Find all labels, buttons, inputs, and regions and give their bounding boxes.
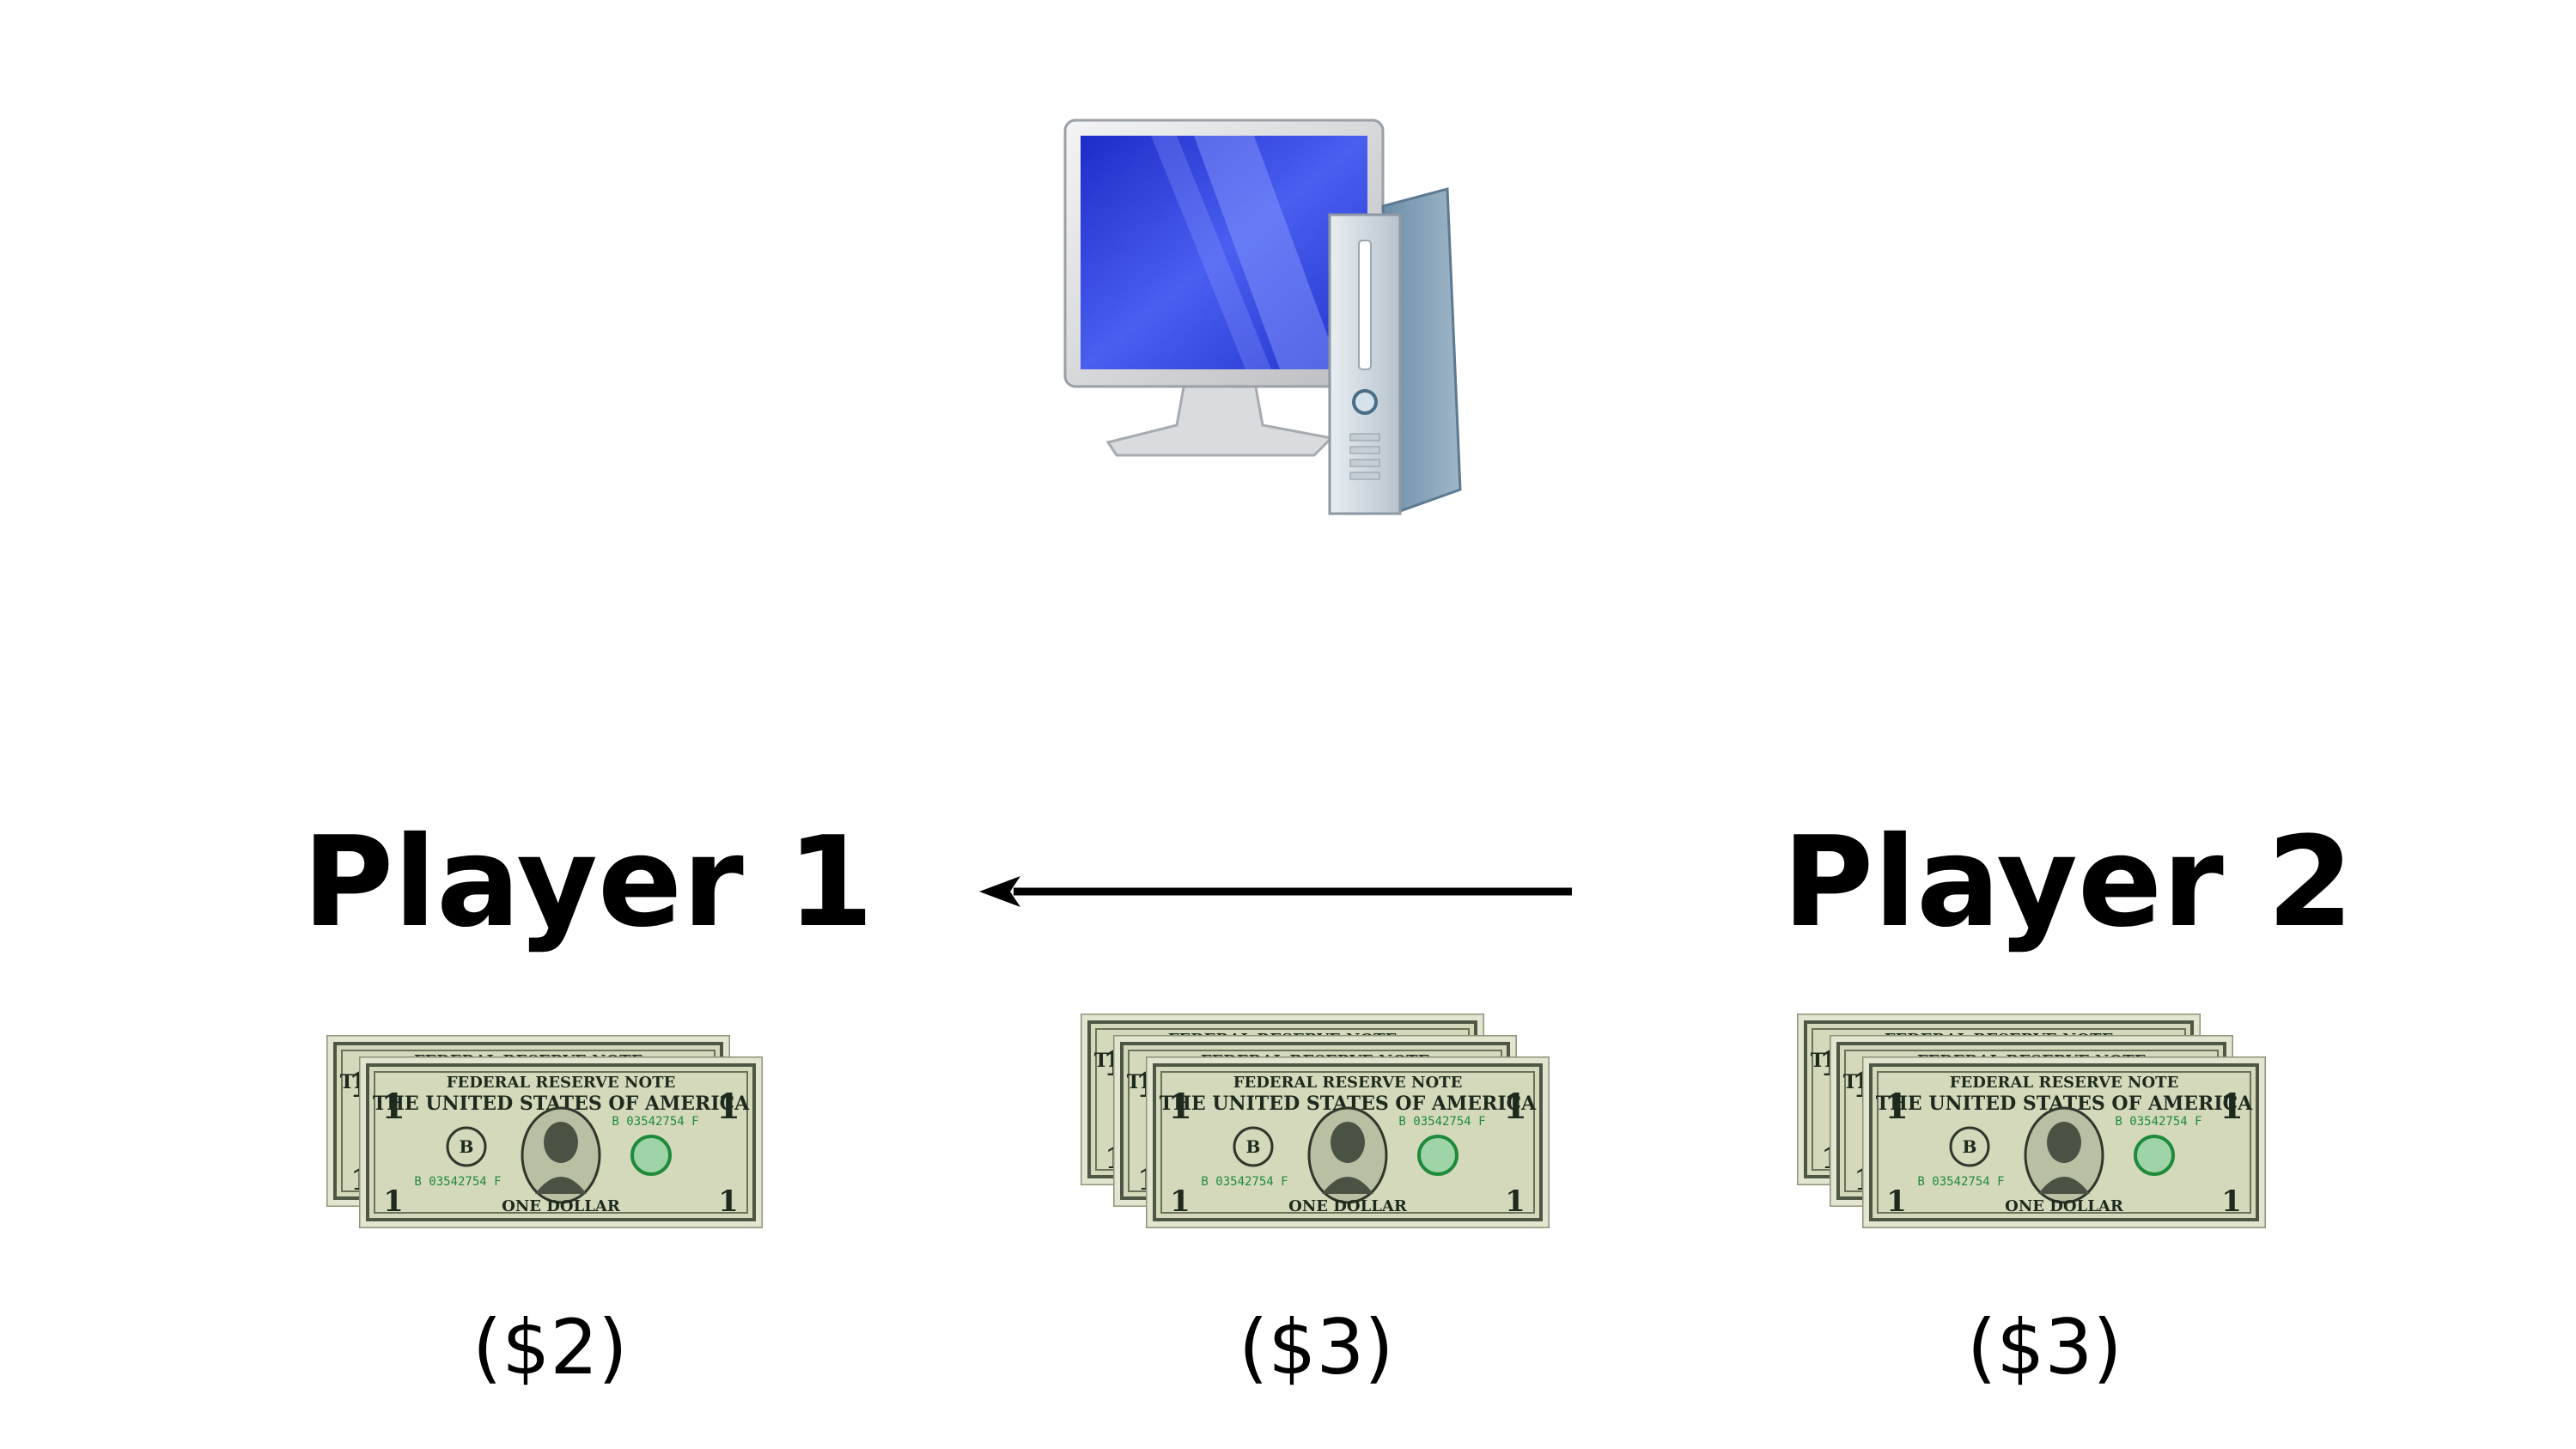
svg-text:ONE DOLLAR: ONE DOLLAR <box>2005 1197 2124 1215</box>
svg-text:1: 1 <box>2220 1087 2244 1127</box>
svg-text:1: 1 <box>1168 1087 1192 1127</box>
svg-text:1: 1 <box>1886 1184 1907 1219</box>
svg-text:1: 1 <box>1505 1184 1526 1219</box>
svg-text:1: 1 <box>718 1184 739 1219</box>
player-1-money-stack: FEDERAL RESERVE NOTE THE UNITED STATES O… <box>326 1035 763 1228</box>
player-2-label: Player 2 <box>1782 810 2354 955</box>
player-2-amount: ($3) <box>1967 1303 2122 1391</box>
svg-text:1: 1 <box>1503 1087 1527 1127</box>
svg-text:B 03542754 F: B 03542754 F <box>414 1175 501 1189</box>
svg-text:ONE DOLLAR: ONE DOLLAR <box>1288 1197 1408 1215</box>
dollar-bill: FEDERAL RESERVE NOTE THE UNITED STATES O… <box>1862 1056 2266 1228</box>
svg-text:B 03542754 F: B 03542754 F <box>612 1115 698 1129</box>
svg-text:FEDERAL RESERVE NOTE: FEDERAL RESERVE NOTE <box>1233 1074 1463 1092</box>
player-1-amount: ($2) <box>472 1303 628 1391</box>
pot-money-stack: FEDERAL RESERVE NOTE THE UNITED STATES O… <box>1081 1014 1550 1228</box>
player-2-money-stack: FEDERAL RESERVE NOTE THE UNITED STATES O… <box>1797 1014 2266 1228</box>
svg-text:B 03542754 F: B 03542754 F <box>2115 1115 2201 1129</box>
svg-text:ONE DOLLAR: ONE DOLLAR <box>502 1197 621 1215</box>
transfer-arrow <box>979 876 1572 907</box>
svg-text:1: 1 <box>2221 1184 2242 1219</box>
svg-text:1: 1 <box>381 1087 405 1127</box>
svg-text:1: 1 <box>1170 1184 1191 1219</box>
desktop-computer-icon <box>1063 119 1462 515</box>
svg-text:FEDERAL RESERVE NOTE: FEDERAL RESERVE NOTE <box>447 1074 676 1092</box>
player-1-label: Player 1 <box>302 810 874 955</box>
svg-text:B 03542754 F: B 03542754 F <box>1398 1115 1485 1129</box>
svg-text:B 03542754 F: B 03542754 F <box>1917 1175 2004 1189</box>
svg-text:FEDERAL RESERVE NOTE: FEDERAL RESERVE NOTE <box>1950 1074 2179 1092</box>
dollar-bill: FEDERAL RESERVE NOTE THE UNITED STATES O… <box>359 1056 763 1228</box>
dollar-bill: FEDERAL RESERVE NOTE THE UNITED STATES O… <box>1146 1056 1550 1228</box>
svg-text:B: B <box>1963 1136 1977 1157</box>
svg-text:1: 1 <box>716 1087 740 1127</box>
svg-text:1: 1 <box>383 1184 404 1219</box>
svg-text:1: 1 <box>1885 1087 1909 1127</box>
pot-amount: ($3) <box>1239 1303 1394 1391</box>
svg-text:B: B <box>1246 1136 1261 1157</box>
svg-text:B 03542754 F: B 03542754 F <box>1201 1175 1288 1189</box>
svg-text:B: B <box>460 1136 474 1157</box>
